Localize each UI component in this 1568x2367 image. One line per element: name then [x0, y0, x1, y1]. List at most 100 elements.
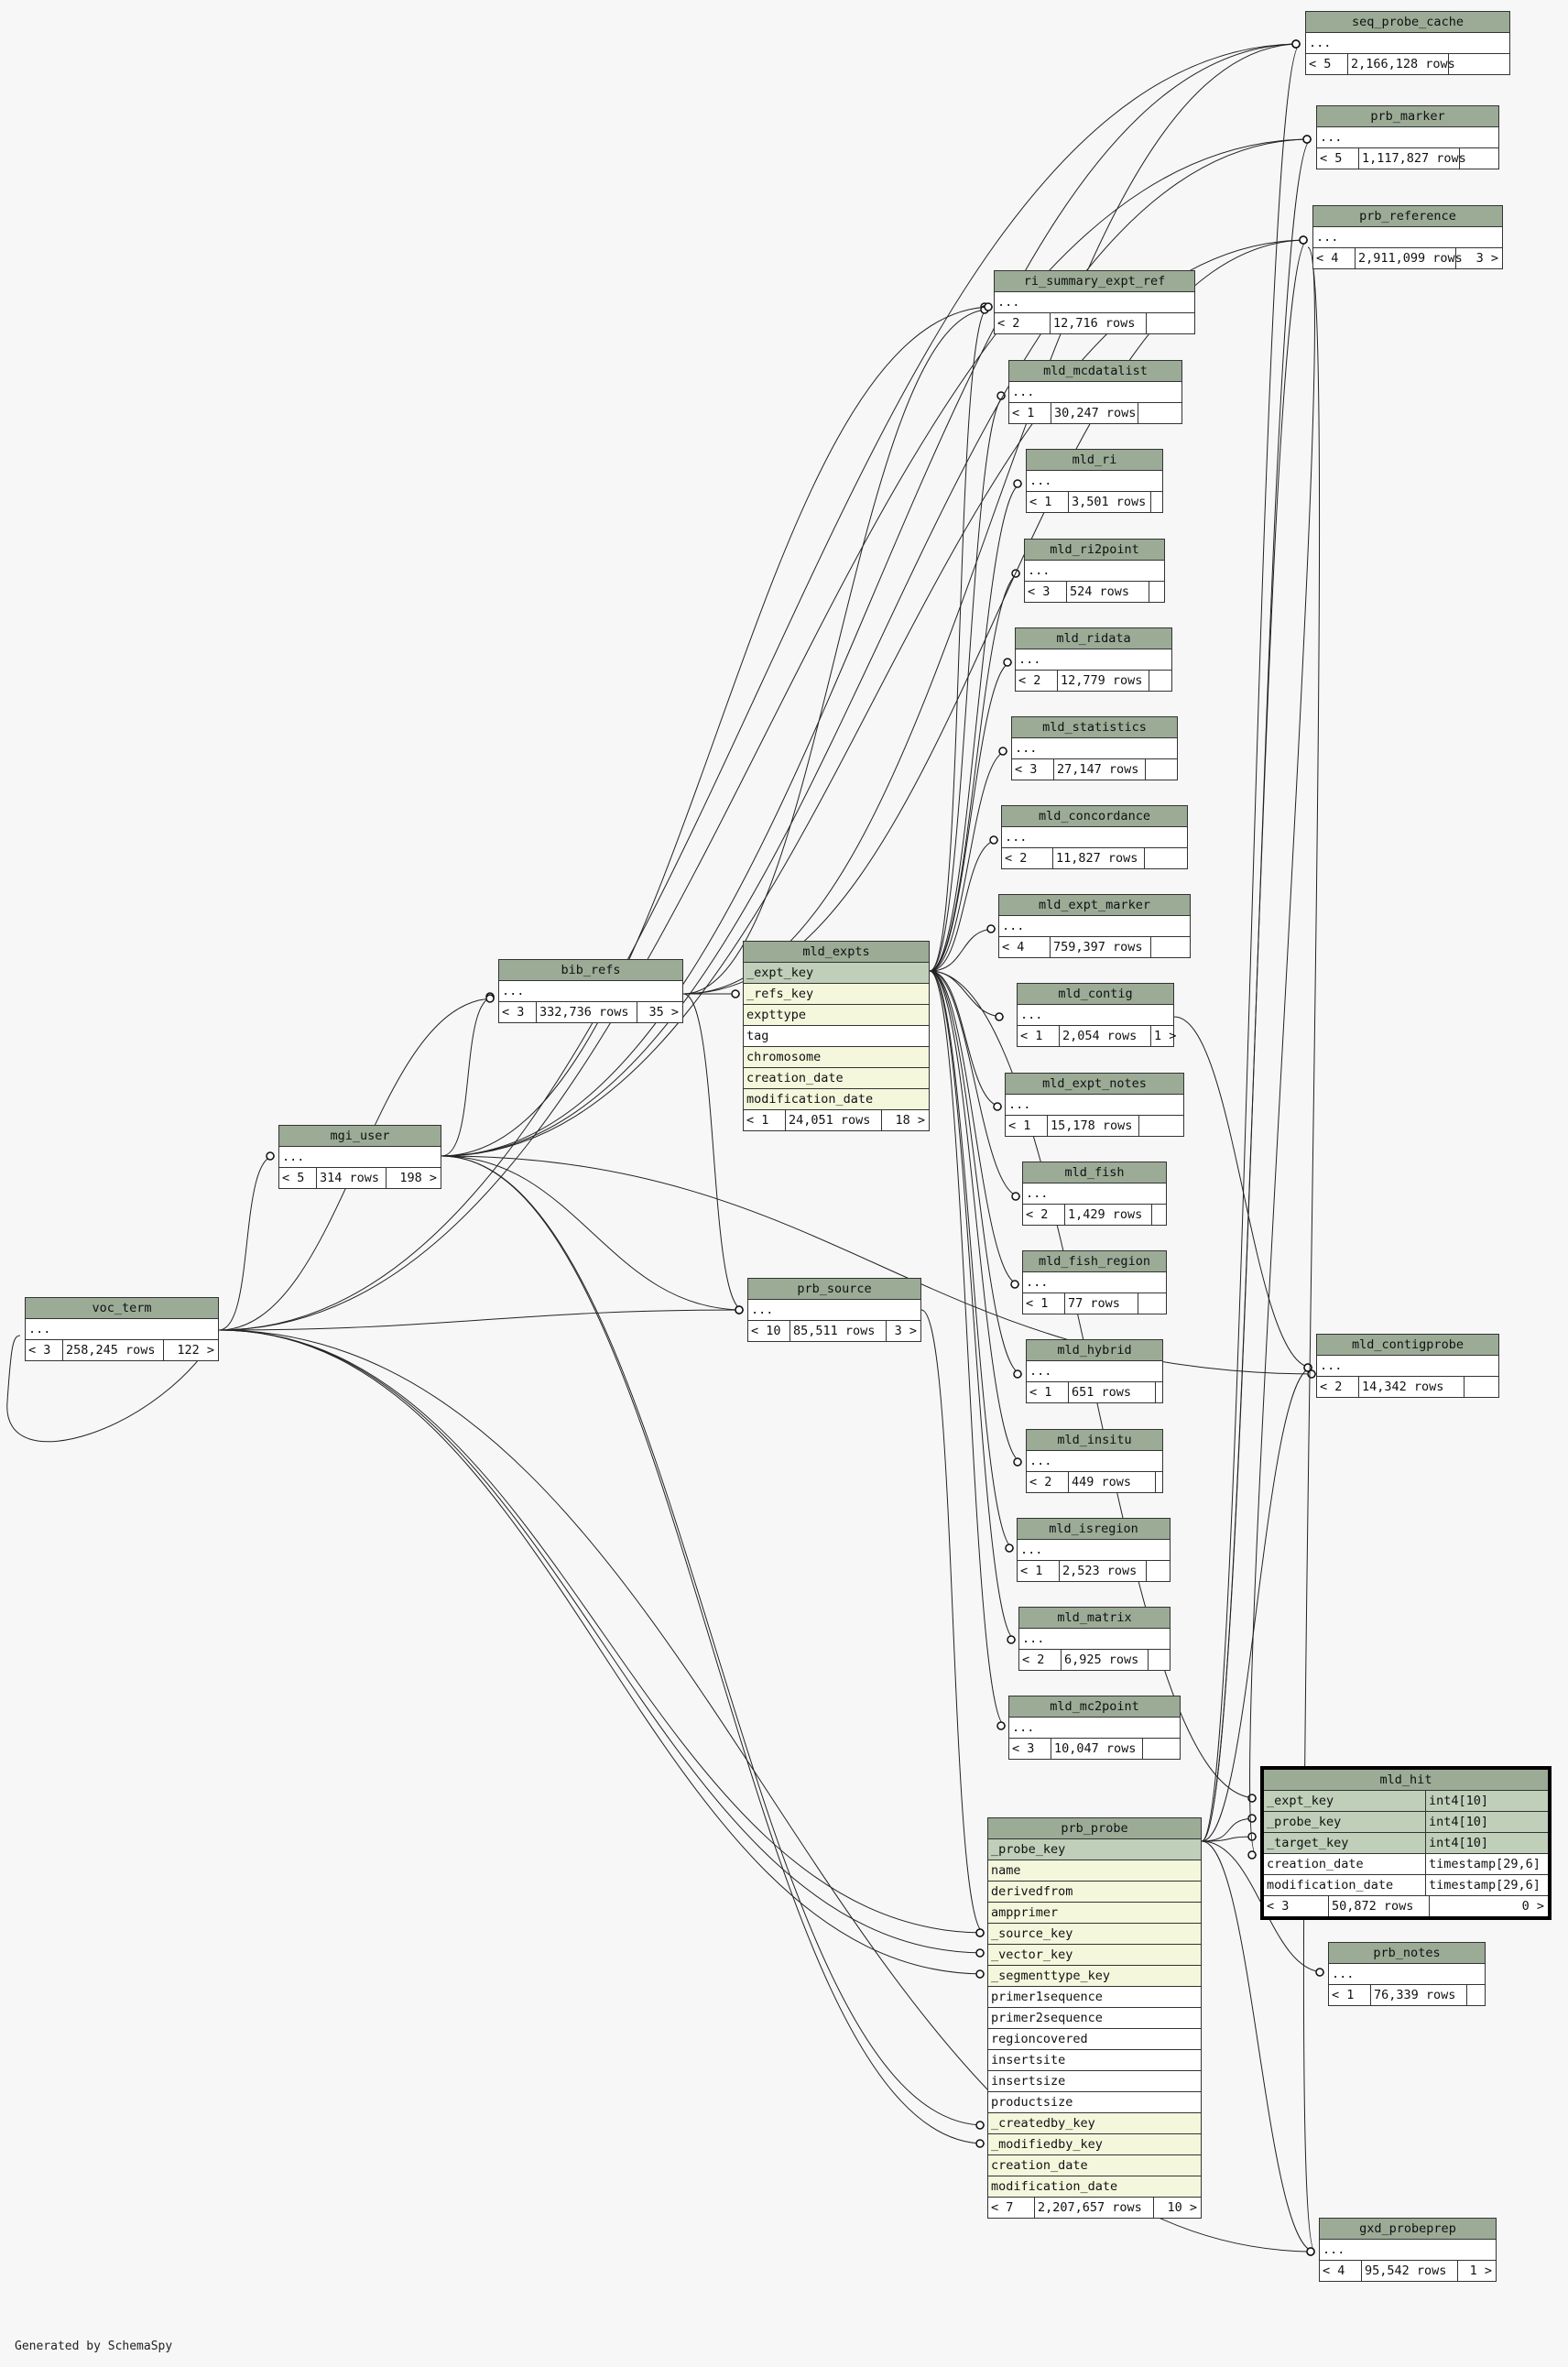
column-row[interactable]: _source_key	[988, 1924, 1201, 1945]
parents-count[interactable]: < 3	[502, 1005, 525, 1020]
table-title[interactable]: prb_source	[748, 1279, 920, 1300]
children-count[interactable]	[1145, 759, 1177, 780]
table-title[interactable]: mld_hit	[1264, 1770, 1548, 1791]
children-count[interactable]: 18 >	[881, 1110, 929, 1130]
children-count[interactable]	[1155, 1472, 1162, 1492]
parents-count[interactable]: < 7	[991, 2200, 1014, 2215]
table-title[interactable]: mld_expt_notes	[1006, 1074, 1183, 1095]
table-title[interactable]: mld_insitu	[1027, 1430, 1162, 1451]
table-title[interactable]: mld_ridata	[1016, 628, 1171, 649]
column-row[interactable]: modification_date	[744, 1089, 929, 1110]
children-count[interactable]	[1149, 582, 1164, 602]
column-row[interactable]: ...	[499, 981, 682, 1002]
parents-count[interactable]: < 2	[1026, 1207, 1049, 1222]
children-count[interactable]	[1155, 1382, 1162, 1402]
table-title[interactable]: mld_expts	[744, 942, 929, 963]
parents-count[interactable]: < 1	[1012, 406, 1035, 420]
column-row[interactable]: _expt_key	[744, 963, 929, 984]
children-count[interactable]: 198 >	[386, 1168, 441, 1188]
children-count[interactable]	[1148, 1650, 1170, 1670]
parents-count[interactable]: < 1	[1008, 1118, 1031, 1133]
children-count[interactable]: 3 >	[1455, 248, 1502, 268]
column-row[interactable]: ...	[1023, 1184, 1166, 1205]
table-title[interactable]: mld_hybrid	[1027, 1340, 1162, 1361]
table-title[interactable]: mld_ri2point	[1025, 540, 1164, 561]
parents-count[interactable]: < 10	[751, 1324, 781, 1338]
column-row[interactable]: _modifiedby_key	[988, 2134, 1201, 2155]
column-row[interactable]: creation_date	[988, 2155, 1201, 2176]
column-row[interactable]: modification_date	[988, 2176, 1201, 2198]
column-row[interactable]: ...	[1002, 827, 1187, 848]
children-count[interactable]: 10 >	[1153, 2198, 1201, 2218]
children-count[interactable]	[1149, 671, 1171, 691]
parents-count[interactable]: < 3	[1015, 762, 1038, 777]
table-title[interactable]: prb_probe	[988, 1818, 1201, 1839]
column-row[interactable]: ...	[1018, 1005, 1173, 1026]
column-row[interactable]: name	[988, 1860, 1201, 1882]
column-row[interactable]: ...	[1018, 1540, 1170, 1561]
parents-count[interactable]: < 4	[1323, 2263, 1345, 2278]
column-row[interactable]: ...	[999, 916, 1190, 937]
column-row[interactable]: ...	[1317, 1356, 1498, 1377]
table-title[interactable]: bib_refs	[499, 960, 682, 981]
table-title[interactable]: prb_notes	[1329, 1943, 1485, 1964]
table-title[interactable]: mld_ri	[1027, 450, 1162, 471]
column-row[interactable]: ...	[1025, 561, 1164, 582]
children-count[interactable]	[1151, 1205, 1166, 1225]
table-title[interactable]: mld_concordance	[1002, 806, 1187, 827]
table-title[interactable]: mld_contig	[1018, 984, 1173, 1005]
parents-count[interactable]: < 1	[1332, 1988, 1355, 2002]
column-row[interactable]: ...	[995, 292, 1194, 313]
column-row[interactable]: ...	[1009, 1718, 1180, 1739]
children-count[interactable]: 3 >	[886, 1321, 920, 1341]
children-count[interactable]	[1138, 403, 1181, 423]
table-title[interactable]: seq_probe_cache	[1306, 12, 1509, 33]
parents-count[interactable]: < 5	[1309, 57, 1332, 71]
parents-count[interactable]: < 5	[1320, 151, 1343, 166]
column-row[interactable]: ...	[1012, 738, 1177, 759]
table-title[interactable]: prb_marker	[1317, 106, 1498, 127]
parents-count[interactable]: < 2	[1022, 1653, 1045, 1667]
table-title[interactable]: mld_expt_marker	[999, 895, 1190, 916]
children-count[interactable]	[1146, 1561, 1170, 1581]
column-row[interactable]: productsize	[988, 2092, 1201, 2113]
column-row[interactable]: ...	[1313, 227, 1502, 248]
children-count[interactable]	[1144, 848, 1187, 868]
children-count[interactable]	[1448, 54, 1509, 74]
children-count[interactable]	[1142, 1739, 1180, 1759]
column-row[interactable]: chromosome	[744, 1047, 929, 1068]
parents-count[interactable]: < 1	[1020, 1029, 1043, 1043]
parents-count[interactable]: < 1	[1029, 1385, 1052, 1400]
table-title[interactable]: mld_fish	[1023, 1162, 1166, 1184]
column-row[interactable]: ...	[1329, 1964, 1485, 1985]
column-row[interactable]: ...	[1027, 1451, 1162, 1472]
parents-count[interactable]: < 3	[28, 1343, 51, 1358]
children-count[interactable]: 122 >	[163, 1340, 218, 1360]
parents-count[interactable]: < 4	[1316, 251, 1339, 266]
children-count[interactable]: 1 >	[1150, 1026, 1176, 1046]
table-title[interactable]: voc_term	[26, 1298, 218, 1319]
parents-count[interactable]: < 2	[1320, 1380, 1343, 1394]
parents-count[interactable]: < 4	[1002, 940, 1025, 954]
column-row[interactable]: ...	[1027, 471, 1162, 492]
table-title[interactable]: gxd_probeprep	[1320, 2219, 1496, 2240]
children-count[interactable]	[1146, 313, 1194, 333]
column-row[interactable]: ...	[1006, 1095, 1183, 1116]
